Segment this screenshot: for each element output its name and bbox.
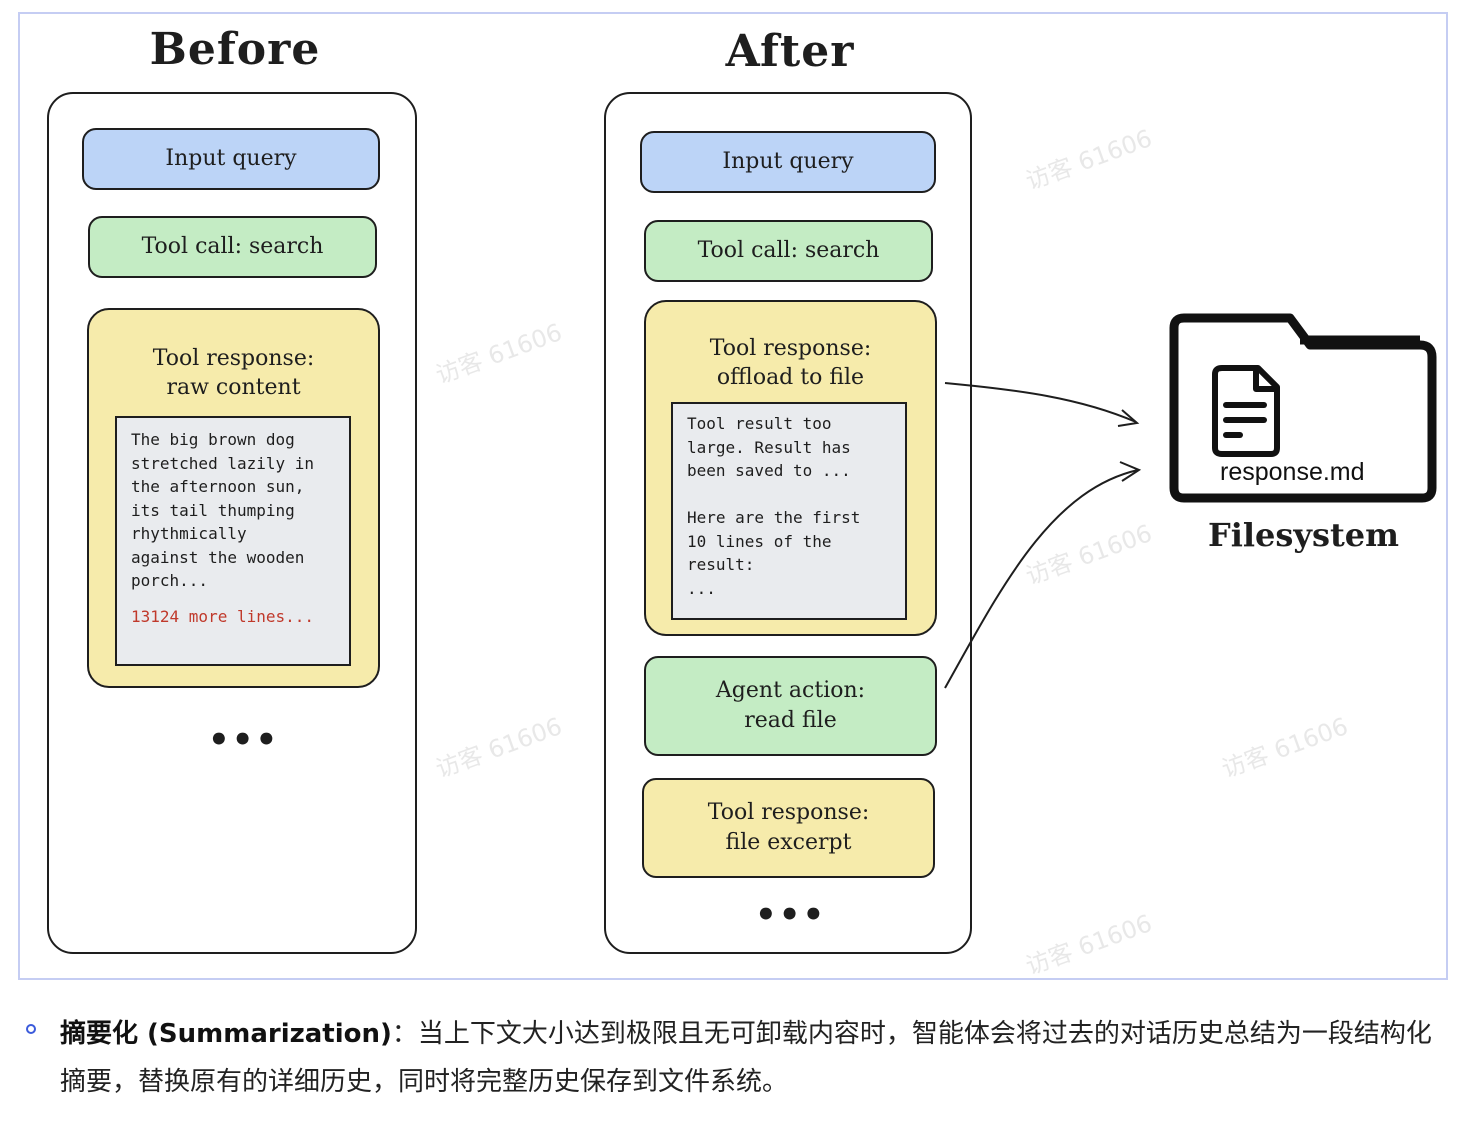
agent-action-line-2: read file [744,708,837,733]
after-title: After [725,26,855,77]
tool-response-file-excerpt: Tool response: file excerpt [642,778,935,878]
agent-action-line-1: Agent action: [715,678,866,703]
offload-line: Tool result too [687,414,832,433]
raw-content-box: The big brown dog stretched lazily in th… [115,416,351,666]
filesystem-label: Filesystem [1208,516,1400,554]
offload-arrowhead [1117,409,1140,427]
bullet-text: 摘要化 (Summarization)：当上下文大小达到极限且无可卸载内容时，智… [60,1010,1450,1106]
content-line: the afternoon sun, [131,477,305,496]
before-tool-response: Tool response: raw content The big brown… [87,308,380,688]
excerpt-line-2: file excerpt [725,830,852,855]
agent-action-read-file: Agent action: read file [644,656,937,756]
document-icon [1212,365,1280,457]
before-input-query: Input query [82,128,380,190]
offload-title-2: offload to file [716,365,865,390]
after-input-query: Input query [640,131,936,193]
excerpt-line-1: Tool response: [707,800,870,825]
content-line: its tail thumping [131,500,295,520]
before-tool-response-title-2: raw content [166,375,301,400]
read-arrowhead [1119,461,1142,482]
content-line: rhythmically [131,524,247,543]
offload-title-1: Tool response: [709,336,872,361]
offload-line: ... [687,578,716,598]
offload-line: 10 lines of the [687,531,832,551]
offload-line: result: [687,555,755,574]
offload-line: Here are the first [687,508,861,527]
content-line: stretched lazily in [131,453,315,473]
offload-result-box: Tool result too large. Result has been s… [671,402,907,620]
content-line: against the wooden [131,547,305,567]
before-tool-call: Tool call: search [88,216,377,278]
content-line: The big brown dog [131,430,295,449]
before-tool-response-title-1: Tool response: [152,346,315,371]
bullet-body: ：当上下文大小达到极限且无可卸载内容时，智能体会将过去的对话历史总结为一段结构化… [60,1019,1432,1097]
offload-arrow [944,382,1137,423]
more-lines-text: 13124 more lines... [131,606,315,626]
read-arrow [944,469,1139,689]
bullet-circle-icon [26,1024,36,1034]
offload-line: been saved to ... [687,461,851,480]
bullet-bold-term: 摘要化 (Summarization) [60,1019,392,1049]
after-tool-response-offload: Tool response: offload to file Tool resu… [644,300,937,636]
before-title: Before [149,24,321,75]
offload-line: large. Result has [687,437,851,457]
file-name-label: response.md [1220,458,1365,486]
content-line: porch... [131,571,209,590]
after-tool-call: Tool call: search [644,220,933,282]
